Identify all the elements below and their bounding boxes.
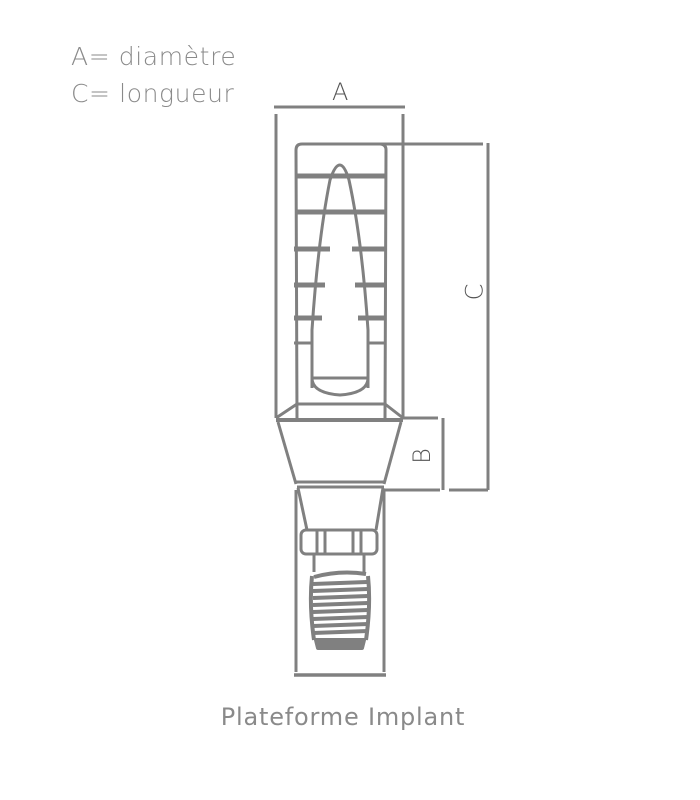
hex-connection	[299, 528, 379, 572]
caption-text: Plateforme Implant	[220, 703, 466, 731]
implant-box	[294, 490, 386, 677]
dimension-b-label: B	[407, 448, 436, 464]
legend: A= diamètre C= longueur	[71, 38, 236, 112]
legend-length: C= longueur	[71, 79, 235, 108]
collar	[276, 418, 403, 489]
dimension-b-lines	[384, 416, 445, 492]
legend-diameter: A= diamètre	[71, 42, 237, 71]
post-body	[275, 142, 404, 421]
screw-thread	[308, 570, 372, 650]
dimension-a-label: A	[332, 78, 349, 106]
lower-cone	[296, 487, 385, 531]
caption: Plateforme Implant	[0, 703, 700, 731]
dimension-c-label: C	[460, 283, 489, 301]
dimension-a-lines	[274, 105, 405, 418]
dimension-c-lines	[380, 142, 490, 492]
